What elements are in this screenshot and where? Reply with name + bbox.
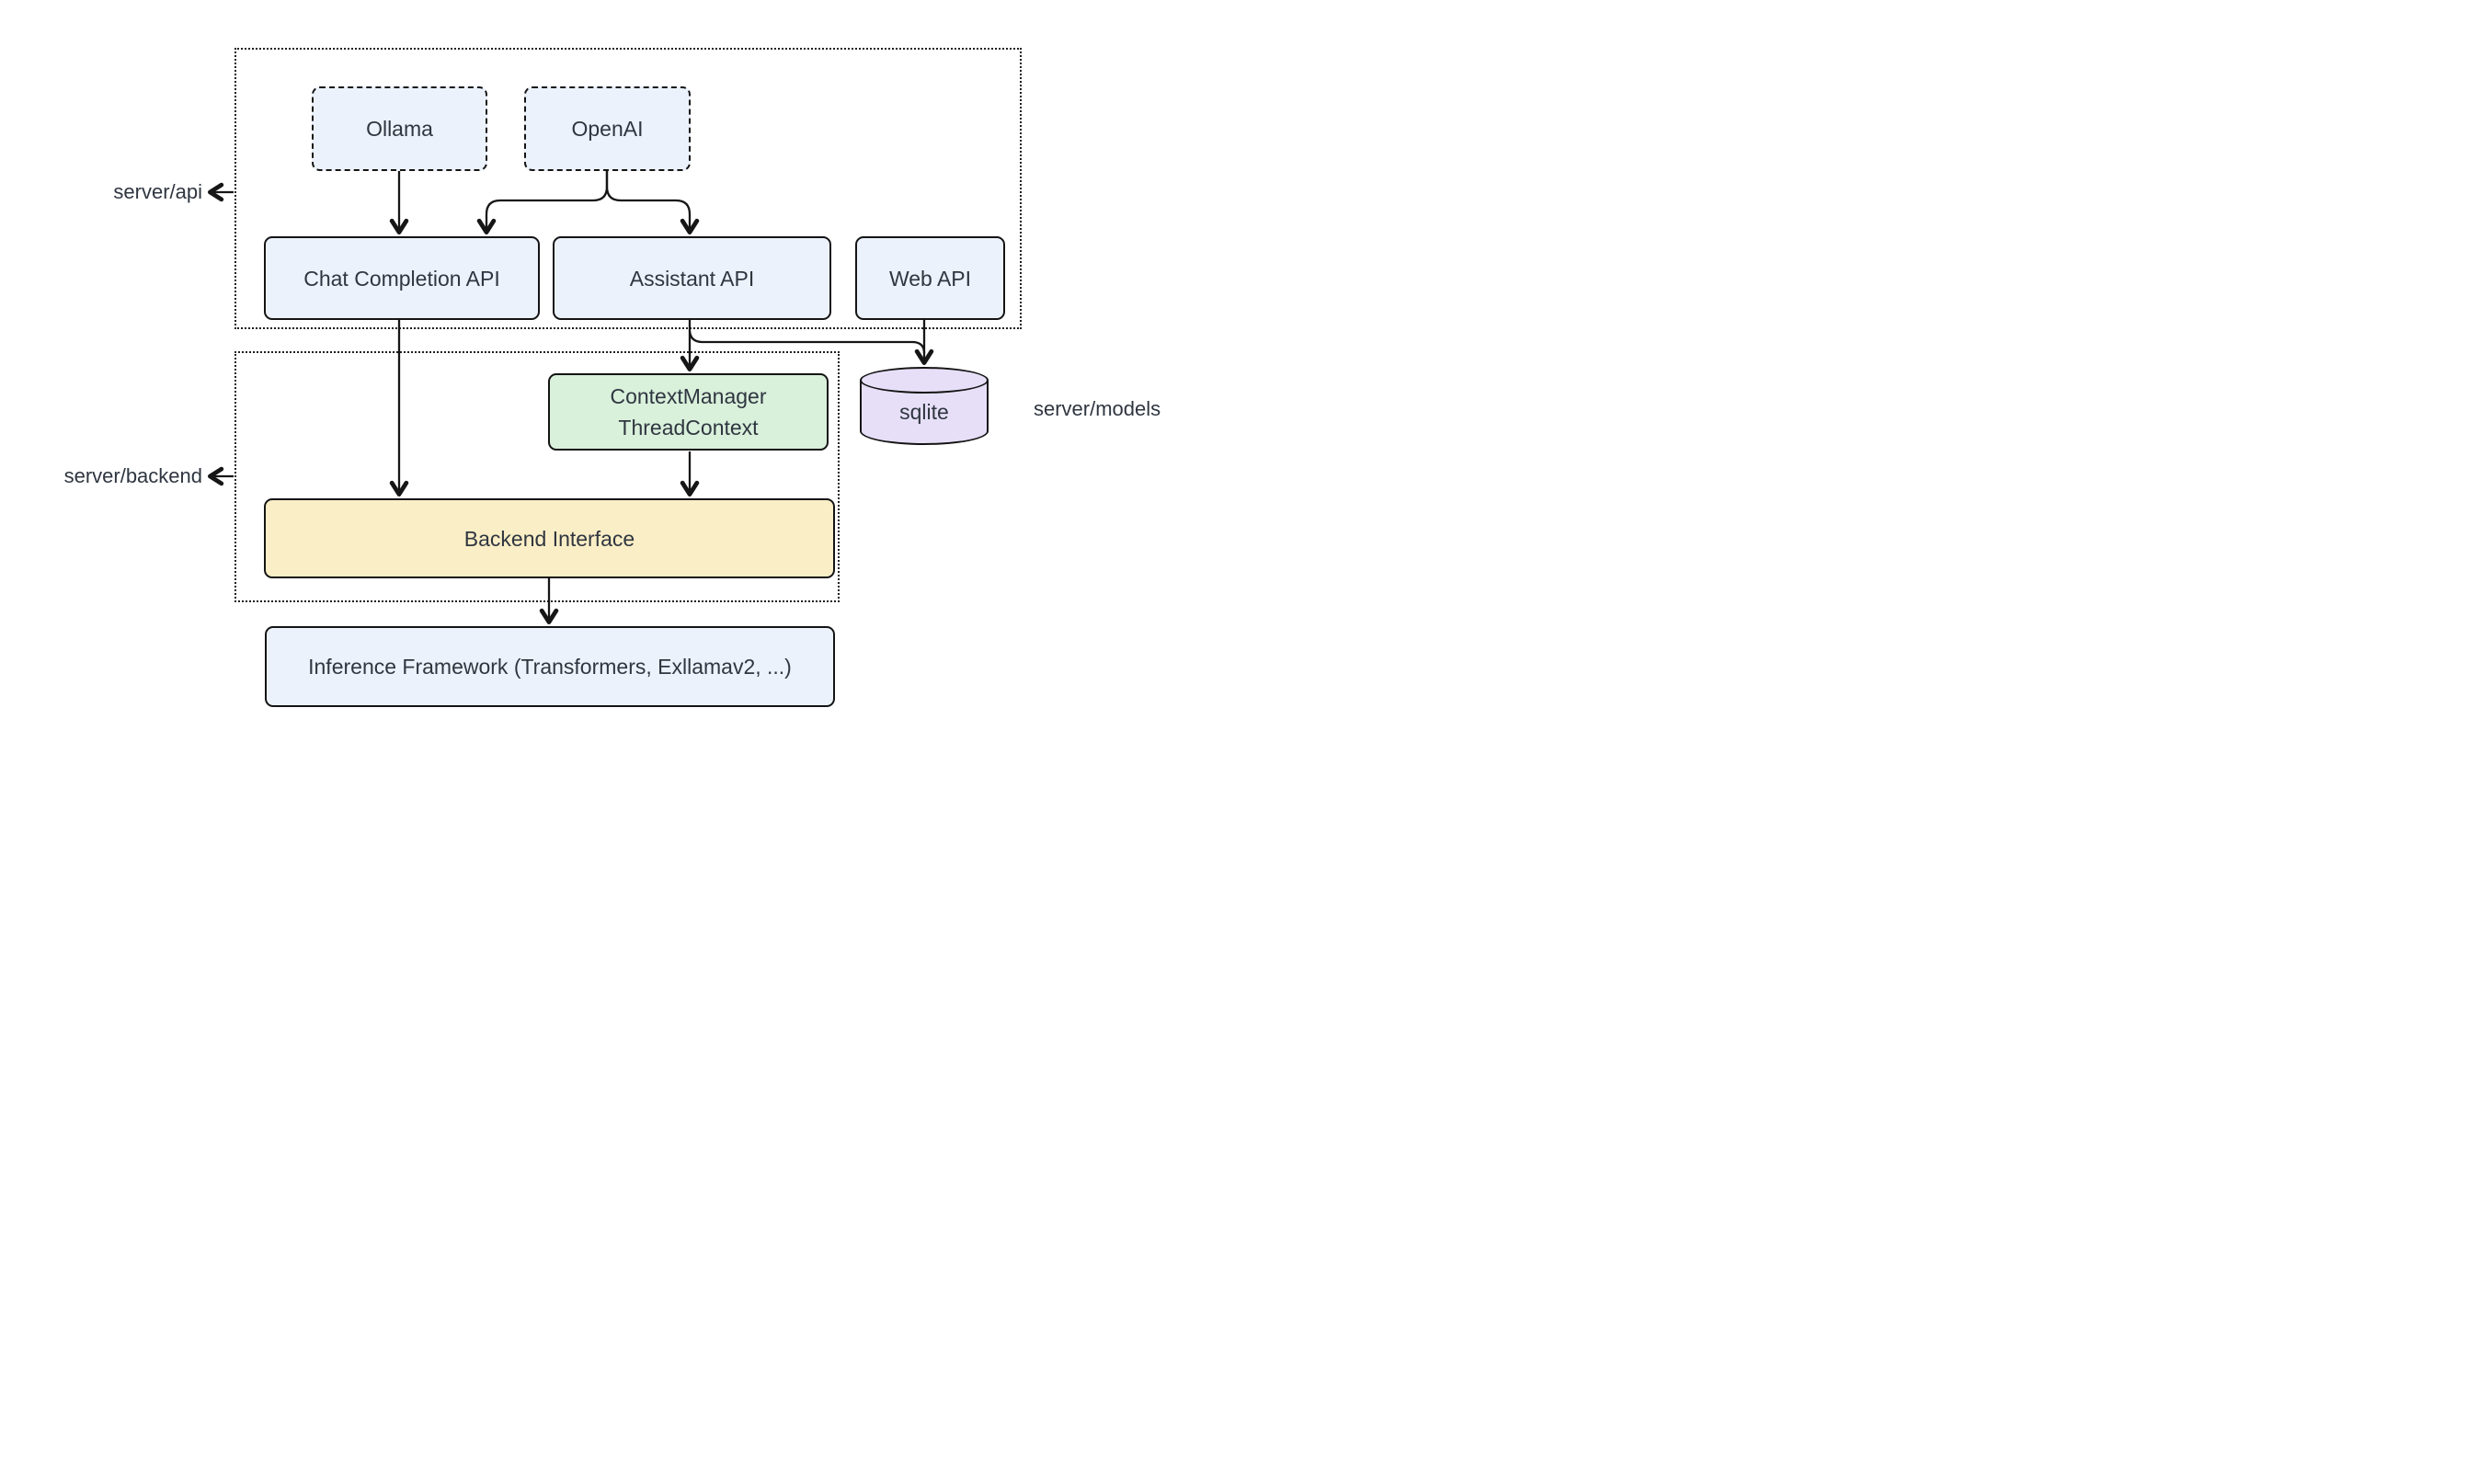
node-assistant-api-label: Assistant API bbox=[629, 266, 755, 291]
node-ollama: Ollama bbox=[312, 86, 487, 171]
node-openai-label: OpenAI bbox=[571, 117, 644, 141]
node-chat-completion-api-label: Chat Completion API bbox=[303, 266, 500, 291]
server-api-label: server/api bbox=[113, 180, 202, 203]
server-backend-region bbox=[234, 351, 840, 602]
node-backend-interface-label: Backend Interface bbox=[463, 526, 635, 551]
database-cylinder-top bbox=[860, 367, 989, 394]
server-api-region bbox=[234, 48, 1022, 329]
node-context-manager: ContextManager ThreadContext bbox=[548, 373, 829, 451]
server-models-label: server/models bbox=[1034, 397, 1161, 420]
edge-assistant-sqlite bbox=[688, 330, 926, 354]
node-web-api-label: Web API bbox=[888, 266, 972, 291]
node-sqlite-database: sqlite bbox=[860, 367, 989, 445]
server-backend-label: server/backend bbox=[63, 464, 202, 487]
node-openai: OpenAI bbox=[524, 86, 691, 171]
node-context-manager-line2: ThreadContext bbox=[618, 416, 759, 439]
node-ollama-label: Ollama bbox=[366, 117, 433, 141]
node-web-api: Web API bbox=[855, 236, 1005, 320]
architecture-diagram: server/api server/backend server/models … bbox=[0, 0, 1235, 742]
node-inference-framework-label: Inference Framework (Transformers, Exlla… bbox=[308, 655, 792, 679]
node-assistant-api: Assistant API bbox=[553, 236, 831, 320]
node-sqlite-label: sqlite bbox=[899, 400, 949, 424]
node-chat-completion-api: Chat Completion API bbox=[264, 236, 540, 320]
node-backend-interface: Backend Interface bbox=[264, 498, 835, 578]
node-inference-framework: Inference Framework (Transformers, Exlla… bbox=[265, 626, 835, 707]
node-context-manager-line1: ContextManager bbox=[610, 384, 767, 408]
